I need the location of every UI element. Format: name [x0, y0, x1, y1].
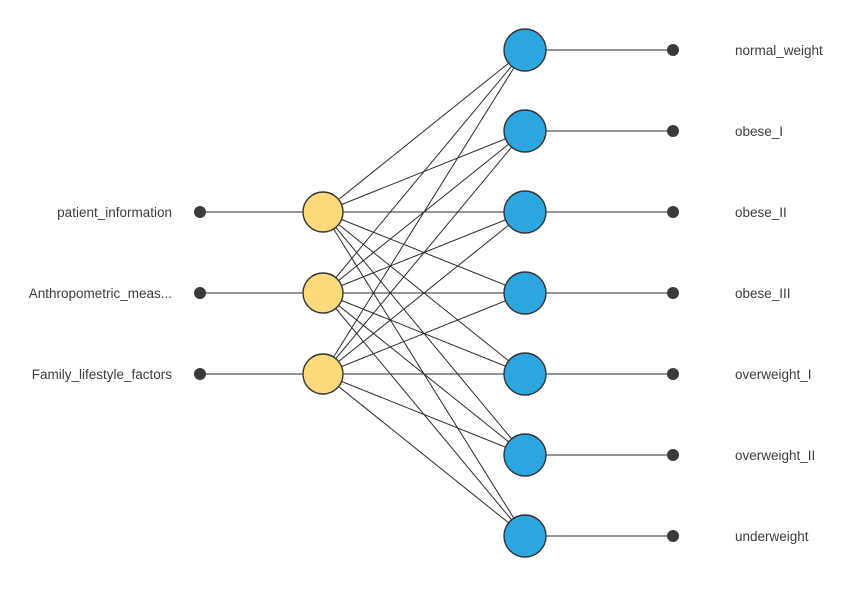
output-terminal-dot-3[interactable]	[667, 206, 679, 218]
edge-hidden-3-to-output-2	[322, 130, 526, 375]
input-layer-group: patient_informationAnthropometric_meas..…	[29, 205, 206, 382]
hidden-layer-group	[302, 191, 344, 395]
edge-hidden-2-to-output-1	[322, 49, 526, 294]
output-node-label-1: normal_weight	[735, 43, 823, 58]
edge-hidden-1-to-output-1	[322, 49, 526, 213]
edge-group-output-to-terminal	[525, 49, 673, 537]
edge-hidden-3-to-output-3	[322, 211, 526, 375]
output-node-label-3: obese_II	[735, 205, 787, 220]
hidden-node-2[interactable]	[302, 272, 344, 314]
edge-hidden-3-to-output-1	[322, 49, 526, 375]
output-terminal-dot-6[interactable]	[667, 449, 679, 461]
output-node-label-2: obese_I	[735, 124, 783, 139]
input-node-label-3: Family_lifestyle_factors	[32, 367, 173, 382]
output-layer-group: normal_weight obese_I obese_II obese_IIIove…	[503, 28, 823, 558]
input-node-dot-3[interactable]	[194, 368, 206, 380]
edge-group-hidden-to-output	[322, 49, 526, 537]
output-node-1[interactable]	[503, 28, 547, 72]
edge-hidden-3-to-output-4	[322, 292, 526, 375]
output-node-4[interactable]	[503, 271, 547, 315]
output-terminal-dot-5[interactable]	[667, 368, 679, 380]
output-node-label-7: underweight	[735, 529, 809, 544]
output-node-label-4: obese_III	[735, 286, 791, 301]
output-terminal-dot-1[interactable]	[667, 44, 679, 56]
input-node-dot-1[interactable]	[194, 206, 206, 218]
output-node-label-6: overweight_II	[735, 448, 815, 463]
output-node-7[interactable]	[503, 514, 547, 558]
output-node-3[interactable]	[503, 190, 547, 234]
input-node-label-2: Anthropometric_meas...	[29, 286, 172, 301]
hidden-node-1[interactable]	[302, 191, 344, 233]
output-terminal-dot-2[interactable]	[667, 125, 679, 137]
edge-hidden-3-to-output-7	[322, 373, 526, 537]
output-node-5[interactable]	[503, 352, 547, 396]
hidden-node-3[interactable]	[302, 353, 344, 395]
input-node-dot-2[interactable]	[194, 287, 206, 299]
output-terminal-dot-4[interactable]	[667, 287, 679, 299]
output-terminal-dot-7[interactable]	[667, 530, 679, 542]
edge-hidden-3-to-output-6	[322, 373, 526, 456]
output-node-label-5: overweight_I	[735, 367, 812, 382]
output-node-2[interactable]	[503, 109, 547, 153]
output-node-6[interactable]	[503, 433, 547, 477]
input-node-label-1: patient_information	[57, 205, 172, 220]
